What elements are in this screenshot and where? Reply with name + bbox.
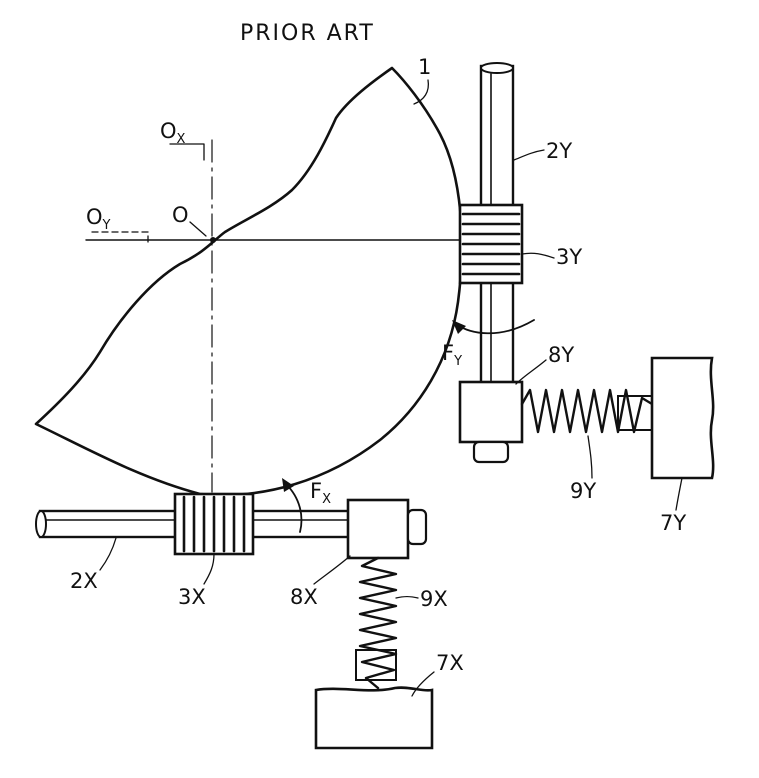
force-x-arrowhead	[282, 478, 294, 492]
roller-3x-leader	[203, 553, 215, 585]
shaft-2x-end	[35, 510, 47, 538]
wafer-outline	[34, 66, 464, 497]
shaft-2x-leader	[99, 537, 117, 571]
fixed-block-7x	[314, 686, 434, 750]
spring-9y-leader	[587, 435, 593, 479]
axis-x-label: OX	[160, 119, 186, 147]
roller-3x	[173, 492, 255, 556]
roller-3y	[458, 203, 524, 285]
fixed-block-7x-label: 7X	[436, 651, 464, 675]
shaft-2y-end	[480, 62, 514, 74]
axis-x-leader	[169, 143, 205, 161]
spring-9x-label: 9X	[420, 587, 448, 611]
fixed-block-7y-leader	[675, 477, 683, 511]
roller-3x-label: 3X	[178, 585, 206, 609]
title: PRIOR ART	[240, 21, 375, 46]
origin-point	[210, 237, 216, 243]
shaft-2x-label: 2X	[70, 569, 98, 593]
origin-label: O	[172, 203, 189, 227]
axis-y-leader	[91, 231, 149, 245]
shaft-2y-leader	[513, 149, 545, 161]
wafer-leader	[413, 79, 430, 105]
bearing-8y	[458, 380, 524, 444]
force-x-label: FX	[310, 479, 331, 507]
bearing-8x-label: 8X	[290, 585, 318, 609]
spring-9x	[358, 556, 398, 690]
bearing-8y-leader	[515, 359, 547, 385]
force-y-label: FY	[442, 341, 462, 369]
fixed-block-7y-label: 7Y	[660, 511, 686, 535]
bearing-8y-label: 8Y	[548, 343, 574, 367]
spring-9y	[520, 388, 654, 434]
roller-3y-leader	[521, 252, 555, 259]
wafer-label: 1	[418, 55, 431, 79]
force-y-arrowhead	[452, 320, 466, 334]
bearing-8y-nut	[472, 440, 510, 464]
roller-3y-label: 3Y	[556, 245, 582, 269]
axis-y-label: OY	[86, 205, 111, 233]
bearing-8x-leader	[313, 555, 351, 585]
shaft-2y-label: 2Y	[546, 139, 572, 163]
bearing-8x-nut	[406, 508, 428, 546]
fixed-block-7x-leader	[411, 671, 435, 697]
spring-9x-leader	[395, 595, 419, 599]
bearing-8x	[346, 498, 410, 560]
spring-9x-guide	[355, 649, 397, 681]
origin-leader	[189, 221, 207, 237]
fixed-block-7y	[650, 356, 715, 480]
spring-9y-label: 9Y	[570, 479, 596, 503]
